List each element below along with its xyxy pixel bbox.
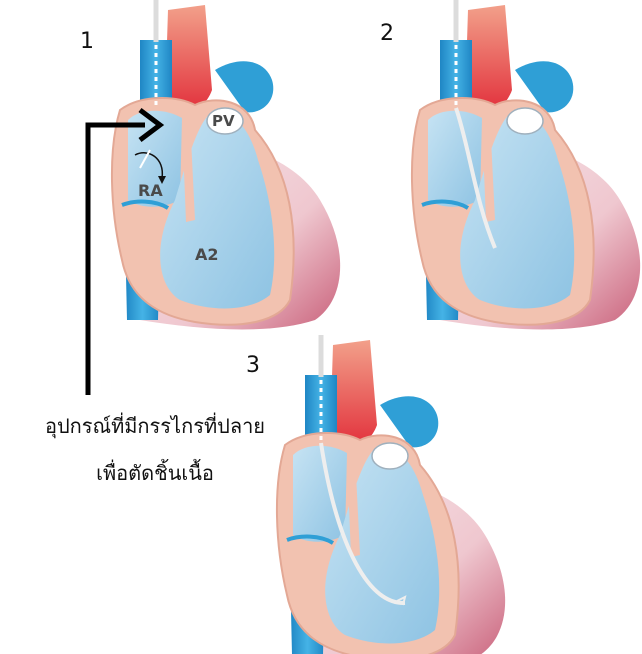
ra-label: RA	[138, 181, 163, 200]
panel-2	[412, 0, 640, 329]
caption-line-1: อุปกรณ์ที่มีกรรไกรที่ปลาย	[0, 410, 310, 442]
pv-label: PV	[212, 112, 235, 130]
panel-number-2: 2	[380, 21, 394, 46]
a2-label: A2	[195, 245, 219, 264]
panel-1: RA PV A2	[112, 0, 340, 329]
panel-3	[277, 335, 505, 654]
panel-number-1: 1	[80, 29, 94, 54]
panel-number-3: 3	[246, 353, 260, 378]
caption-line-2: เพื่อตัดชิ้นเนื้อ	[0, 457, 310, 489]
